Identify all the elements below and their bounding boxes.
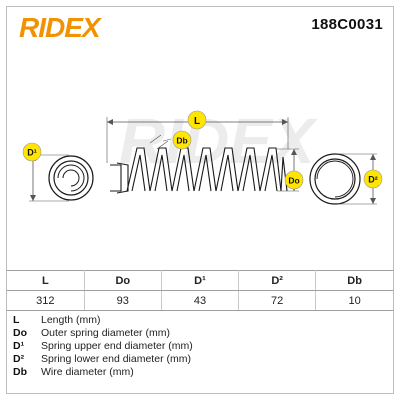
length-label-badge (187, 110, 207, 130)
d1-dimension: D¹ (22, 142, 69, 202)
d2-label-badge (363, 169, 383, 189)
spec-header-wire-diameter: Db (315, 270, 393, 291)
logo-text: RIDEX (19, 12, 103, 42)
legend-item: Db Wire diameter (mm) (13, 365, 383, 378)
spec-value-wire-diameter: 10 (315, 290, 393, 311)
spec-value-row: 312 93 43 72 10 (7, 290, 393, 311)
legend: L Length (mm) Do Outer spring diameter (… (13, 313, 383, 378)
ridex-logo: RIDEX (19, 12, 104, 42)
spring-side-view (110, 147, 288, 194)
spring-datasheet: RIDEX 188C0031 RIDEX D¹ (6, 6, 394, 394)
spec-header-row: L Do D¹ D² Db (7, 270, 393, 291)
d2-dimension: D² (337, 153, 383, 205)
legend-description: Spring lower end diameter (mm) (41, 352, 191, 365)
lower-end-view (309, 153, 361, 205)
spec-header-length: L (7, 270, 85, 291)
spec-value-length: 312 (7, 290, 85, 311)
legend-symbol: D² (13, 352, 25, 365)
spec-value-lower-diameter: 72 (238, 290, 317, 311)
spec-header-outer-diameter: Do (84, 270, 162, 291)
db-label: Db (176, 136, 187, 146)
legend-description: Spring upper end diameter (mm) (41, 339, 193, 352)
length-dimension: L (106, 110, 289, 163)
spec-value-outer-diameter: 93 (84, 290, 162, 311)
legend-item: D² Spring lower end diameter (mm) (13, 352, 383, 365)
spec-value-upper-diameter: 43 (161, 290, 240, 311)
upper-end-view (48, 155, 94, 201)
legend-symbol: L (13, 313, 20, 326)
part-number: 188C0031 (311, 16, 383, 33)
d1-label-badge (22, 142, 42, 162)
legend-item: L Length (mm) (13, 313, 383, 326)
legend-symbol: Do (13, 326, 27, 339)
spec-table: L Do D¹ D² Db 312 93 43 72 10 (7, 270, 393, 311)
do-label-badge (284, 170, 304, 190)
legend-description: Length (mm) (41, 313, 101, 326)
legend-item: Do Outer spring diameter (mm) (13, 326, 383, 339)
d2-label: D² (368, 175, 378, 185)
legend-description: Outer spring diameter (mm) (41, 326, 170, 339)
d1-label: D¹ (27, 148, 37, 158)
spring-drawing: RIDEX D¹ (22, 105, 383, 205)
legend-symbol: D¹ (13, 339, 25, 352)
length-label: L (194, 116, 200, 127)
legend-item: D¹ Spring upper end diameter (mm) (13, 339, 383, 352)
legend-description: Wire diameter (mm) (41, 365, 134, 378)
do-label: Do (288, 176, 299, 186)
wire-diameter-dimension: Db (149, 130, 192, 150)
header: RIDEX 188C0031 (7, 7, 393, 45)
spec-header-lower-diameter: D² (238, 270, 317, 291)
outer-diameter-dimension: Do (277, 148, 304, 192)
watermark: RIDEX (119, 105, 318, 177)
legend-symbol: Db (13, 365, 27, 378)
spec-header-upper-diameter: D¹ (161, 270, 240, 291)
db-label-badge (172, 130, 192, 150)
